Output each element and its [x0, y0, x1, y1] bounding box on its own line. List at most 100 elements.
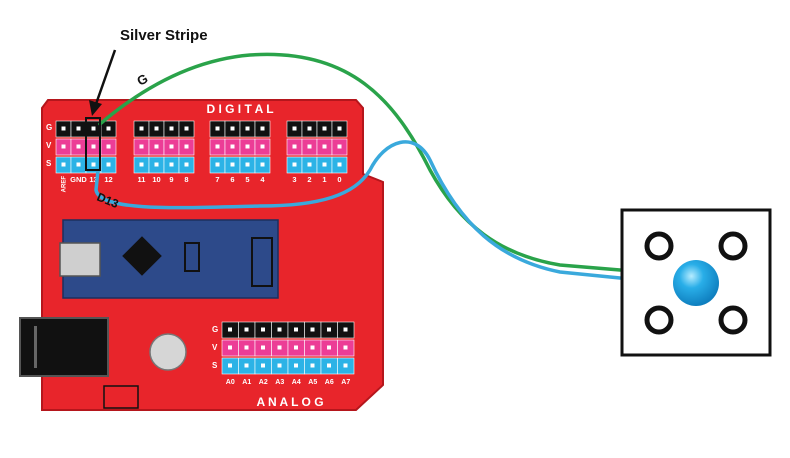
analog-row-label-v: V — [212, 343, 218, 352]
pin-dot — [260, 144, 265, 149]
pin-dot — [327, 327, 331, 332]
analog-pin-label: A1 — [242, 379, 251, 386]
pin-dot — [337, 126, 342, 131]
analog-pin-label: A3 — [275, 379, 284, 386]
pin-dot — [230, 144, 235, 149]
pin-dot — [139, 126, 144, 131]
pin-dot — [343, 345, 348, 350]
digital-label: D I G I T A L — [206, 102, 273, 116]
pin-dot — [228, 345, 232, 350]
pin-dot — [337, 144, 342, 149]
pin-dot — [260, 126, 265, 131]
pin-dot — [184, 126, 189, 131]
analog-pin-label: A4 — [292, 379, 301, 386]
analog-pin-label: A5 — [308, 379, 317, 386]
silver-stripe-label: Silver Stripe — [120, 27, 208, 44]
digital-pin-label: 7 — [215, 175, 219, 184]
pin-dot — [139, 144, 144, 149]
pin-dot — [292, 162, 297, 167]
mount-hole-top-left — [644, 231, 674, 261]
pin-dot — [322, 126, 327, 131]
pin-dot — [337, 162, 342, 167]
analog-label: A N A L O G — [256, 395, 323, 409]
pin-dot — [307, 126, 312, 131]
reset-button — [149, 333, 187, 371]
chip-small-pad — [184, 242, 200, 272]
pin-dot — [307, 144, 312, 149]
digital-pin-label: 1 — [322, 175, 326, 184]
pin-dot — [322, 144, 327, 149]
pin-dot — [327, 363, 331, 368]
pin-dot — [215, 162, 220, 167]
pin-dot — [244, 345, 249, 350]
pin-dot — [322, 162, 327, 167]
digital-pin-label: 6 — [230, 175, 234, 184]
silver-stripe-highlight — [85, 117, 101, 171]
led-light — [673, 260, 719, 306]
pin-dot — [245, 126, 250, 131]
pin-dot — [169, 144, 174, 149]
pin-dot — [310, 345, 315, 350]
digital-pin-label: 12 — [104, 175, 112, 184]
mount-hole-bottom-left — [644, 305, 674, 335]
pin-dot — [261, 327, 265, 332]
pin-dot — [294, 345, 298, 350]
analog-pin-label: A2 — [259, 379, 268, 386]
digital-pin-label: 5 — [245, 175, 249, 184]
mount-hole-top-right — [718, 231, 748, 261]
analog-row-label-s: S — [212, 361, 218, 370]
pin-dot — [310, 363, 315, 368]
digital-pin-label: 10 — [152, 175, 160, 184]
pin-dot — [277, 327, 282, 332]
pin-dot — [61, 162, 66, 167]
pin-dot — [343, 327, 348, 332]
usb-port — [59, 242, 101, 277]
pin-dot — [307, 162, 312, 167]
pin-dot — [244, 327, 249, 332]
digital-pin-label: 4 — [260, 175, 265, 184]
pin-dot — [61, 126, 66, 131]
analog-row-labels: G V S — [212, 325, 218, 370]
digital-pin-label: 0 — [337, 175, 341, 184]
pin-dot — [106, 126, 111, 131]
annotation-arrow-line — [94, 49, 117, 105]
pin-dot — [184, 144, 189, 149]
pin-dot — [228, 327, 232, 332]
digital-pin-label: 9 — [169, 175, 173, 184]
pin-dot — [154, 126, 159, 131]
digital-row-labels: G V S — [46, 123, 52, 168]
pin-dot — [169, 162, 174, 167]
pin-dot — [184, 162, 189, 167]
pin-dot — [244, 363, 249, 368]
mount-hole-bottom-right — [718, 305, 748, 335]
chip-large-pad — [251, 237, 273, 287]
pin-dot — [261, 363, 265, 368]
pin-dot — [327, 345, 331, 350]
pin-dot — [154, 144, 159, 149]
row-label-g: G — [46, 123, 52, 132]
pin-dot — [230, 126, 235, 131]
chip-diamond — [122, 236, 162, 276]
pin-dot — [230, 162, 235, 167]
pin-dot — [260, 162, 265, 167]
pin-dot — [228, 363, 232, 368]
pin-dot — [292, 144, 297, 149]
pin-dot — [245, 144, 250, 149]
pin-dot — [343, 363, 348, 368]
analog-row-label-g: G — [212, 325, 218, 334]
pin-dot — [91, 144, 96, 149]
pin-dot — [76, 162, 81, 167]
analog-pin-label: A6 — [325, 379, 334, 386]
digital-header-group: 7 6 5 4 — [209, 120, 271, 184]
annotation-arrow-head — [89, 100, 102, 116]
pin-dot — [91, 162, 96, 167]
pin-dot — [61, 144, 66, 149]
row-label-s: S — [46, 159, 52, 168]
wire-g-label: G — [134, 71, 150, 89]
analog-pin-label: A0 — [226, 379, 235, 386]
digital-pin-label: GND — [70, 175, 87, 184]
